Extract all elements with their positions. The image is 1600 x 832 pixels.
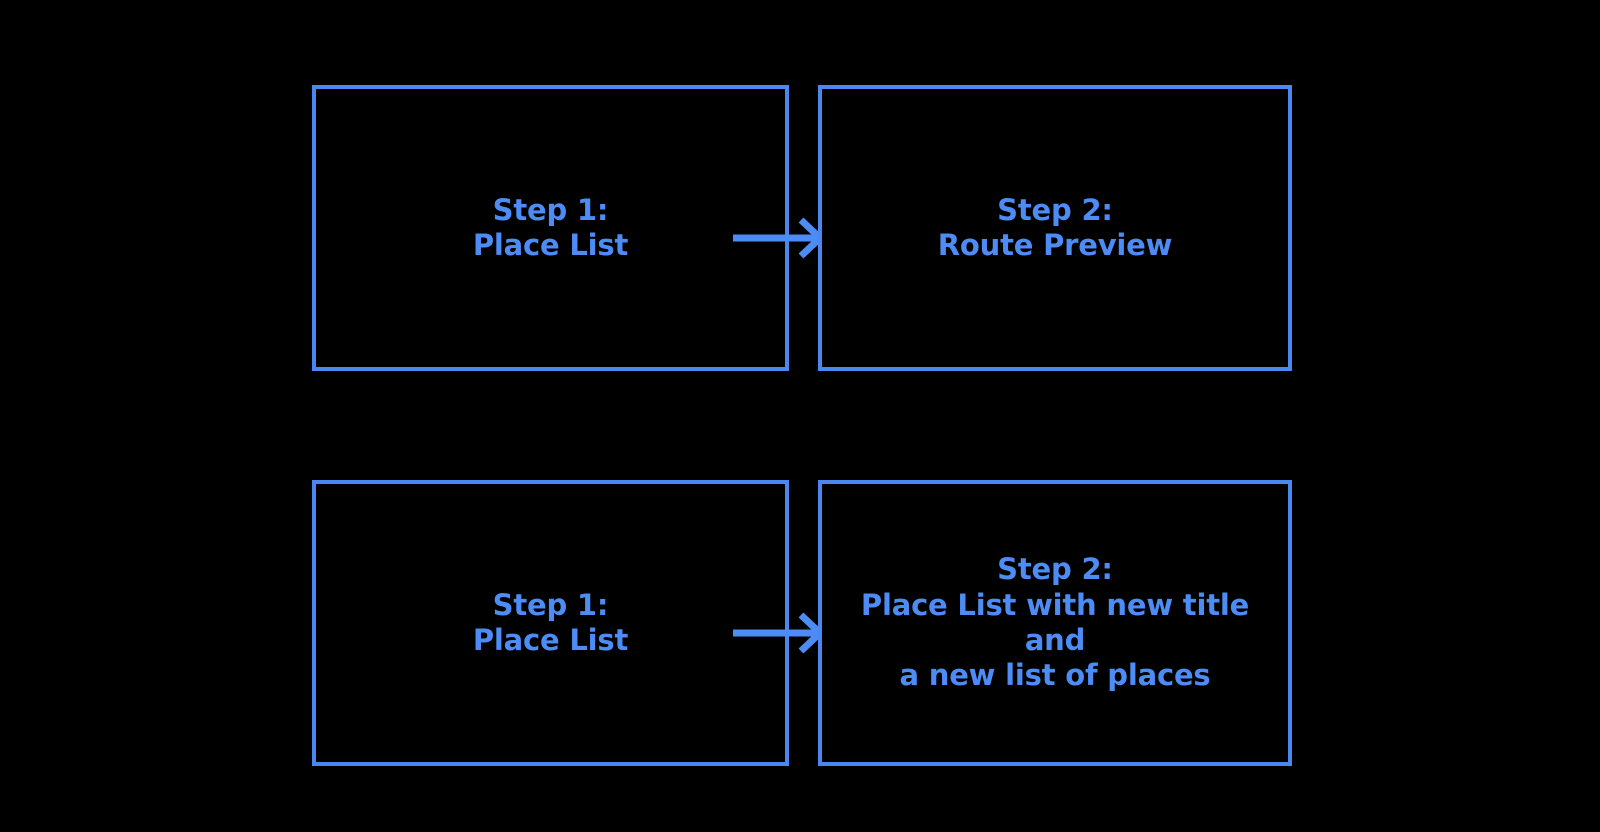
step-box-row1-from[interactable]: Step 1: Place List xyxy=(312,480,789,766)
step-box-row0-from[interactable]: Step 1: Place List xyxy=(312,85,789,371)
step-label-row0-from: Step 1: Place List xyxy=(472,192,629,262)
step-label-row1-from: Step 1: Place List xyxy=(472,587,629,657)
step-label-row0-to: Step 2: Route Preview xyxy=(937,192,1173,262)
step-box-row0-to[interactable]: Step 2: Route Preview xyxy=(818,85,1292,371)
step-box-row1-to[interactable]: Step 2: Place List with new title and a … xyxy=(818,480,1292,766)
flow-row-new-list: Step 1: Place List Step 2: Place List wi… xyxy=(0,480,1600,770)
flow-row-route-preview: Step 1: Place List Step 2: Route Preview xyxy=(0,85,1600,375)
step-label-row1-to: Step 2: Place List with new title and a … xyxy=(860,552,1250,693)
